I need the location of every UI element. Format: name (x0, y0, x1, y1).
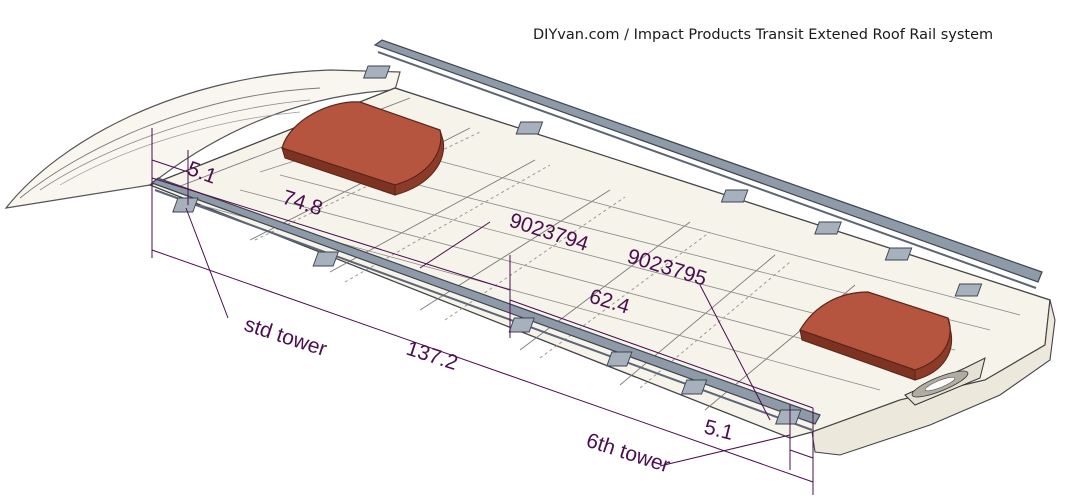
far-rail-towers (362, 65, 983, 297)
tower (312, 251, 339, 267)
roof-rails (150, 39, 1043, 431)
near-rail-towers (172, 197, 802, 425)
tower (508, 317, 535, 333)
roof-rear-cap (811, 299, 1056, 456)
tower (720, 189, 749, 203)
tower (172, 197, 199, 213)
tower (954, 283, 983, 297)
tower (680, 379, 708, 395)
dimension-rear-offset: 5.1 (702, 416, 736, 445)
dimension-total-span: 137.2 (403, 337, 460, 375)
callout-6th-tower: 6th tower (583, 429, 672, 478)
diagram-title: DIYvan.com / Impact Products Transit Ext… (533, 27, 993, 43)
rear-light (904, 357, 986, 406)
dimension-lines (151, 128, 814, 495)
front-roof-vent (281, 101, 445, 196)
rear-roof-vent (799, 291, 952, 381)
tower (515, 121, 544, 135)
tower (362, 65, 391, 79)
far-rail (373, 39, 1043, 283)
tower (606, 351, 633, 367)
callout-std-tower: std tower (241, 313, 329, 361)
roof-front-cap (4, 69, 401, 209)
tower (884, 247, 913, 261)
tower (814, 221, 842, 235)
tower (774, 409, 802, 425)
